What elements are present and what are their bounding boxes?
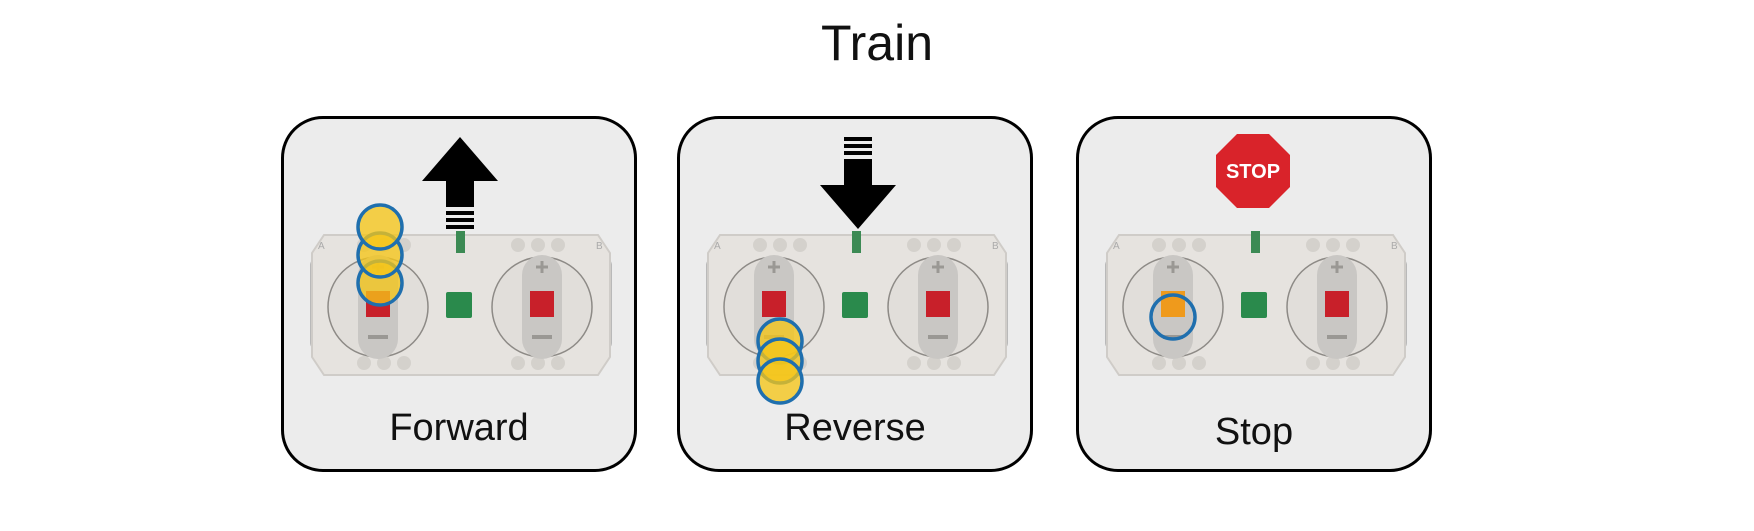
svg-text:A: A — [318, 241, 325, 252]
svg-text:B: B — [1391, 241, 1398, 252]
lever-up-indicator — [356, 203, 404, 307]
remote-control-image: A B — [1105, 231, 1407, 376]
stop-panel: STOP A B Stop — [1076, 116, 1432, 472]
svg-text:B: B — [992, 241, 999, 252]
forward-panel: A B Forward — [281, 116, 637, 472]
page-title: Train — [820, 15, 934, 71]
arrow-up-icon — [422, 137, 498, 229]
lever-center-indicator — [1149, 293, 1197, 341]
svg-text:A: A — [714, 241, 721, 252]
stop-sign-icon: STOP — [1216, 134, 1290, 208]
stop-label: Stop — [1214, 411, 1294, 453]
forward-label: Forward — [389, 407, 529, 449]
svg-text:A: A — [1113, 241, 1120, 252]
svg-text:B: B — [596, 241, 603, 252]
reverse-label: Reverse — [784, 407, 926, 449]
svg-text:STOP: STOP — [1226, 161, 1280, 183]
arrow-down-icon — [820, 137, 896, 229]
reverse-panel: A B Reverse — [677, 116, 1033, 472]
lever-down-indicator — [756, 317, 804, 405]
